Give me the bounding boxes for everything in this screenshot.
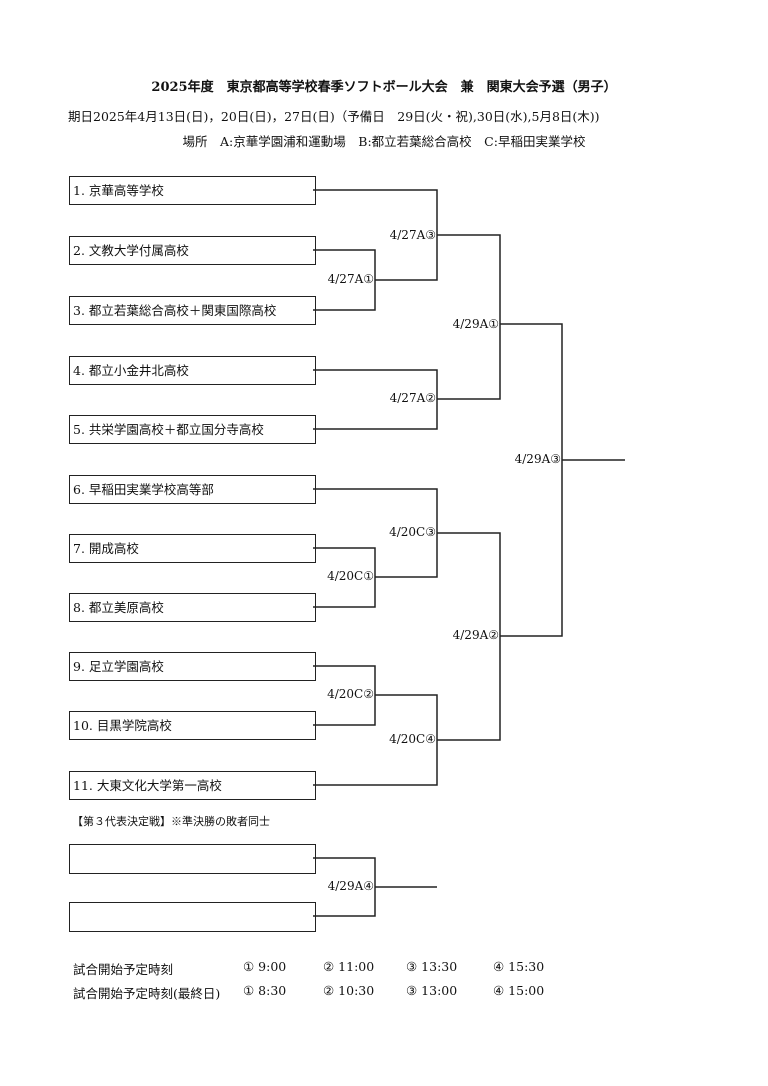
team-box-7: 7. 開成高校 <box>69 534 316 563</box>
schedule-time: ① 8:30 <box>243 983 287 998</box>
schedule-time: ① 9:00 <box>243 959 287 974</box>
match-label: 4/20C② <box>327 687 374 701</box>
team-box-6: 6. 早稲田実業学校高等部 <box>69 475 316 504</box>
schedule-time: ② 11:00 <box>323 959 375 974</box>
team-box-4: 4. 都立小金井北高校 <box>69 356 316 385</box>
match-label: 4/20C③ <box>389 525 436 539</box>
team-box-3: 3. 都立若葉総合高校＋関東国際高校 <box>69 296 316 325</box>
team-box-9: 9. 足立学園高校 <box>69 652 316 681</box>
bracket-line <box>313 369 438 430</box>
schedule-time: ③ 13:00 <box>406 983 458 998</box>
schedule-label: 試合開始予定時刻(最終日) <box>73 986 221 1001</box>
schedule-time: ③ 13:30 <box>406 959 458 974</box>
team-box-1: 1. 京華高等学校 <box>69 176 316 205</box>
match-label: 4/29A③ <box>514 452 561 466</box>
bracket-line <box>313 547 376 608</box>
match-label: 4/27A② <box>389 391 436 405</box>
match-label: 4/29A④ <box>327 879 374 893</box>
match-label: 4/27A③ <box>389 228 436 242</box>
third-place-note: 【第３代表決定戦】※準決勝の敗者同士 <box>72 815 270 828</box>
team-box-8: 8. 都立美原高校 <box>69 593 316 622</box>
match-label: 4/29A② <box>452 628 499 642</box>
team-box-2: 2. 文教大学付属高校 <box>69 236 316 265</box>
bracket-line <box>313 249 376 311</box>
bracket-line <box>437 532 501 741</box>
match-label: 4/20C④ <box>389 732 436 746</box>
schedule-time: ④ 15:00 <box>493 983 545 998</box>
match-label: 4/20C① <box>327 569 374 583</box>
schedule-label: 試合開始予定時刻 <box>73 962 174 977</box>
event-dates: 期日2025年4月13日(日)，20日(日)，27日(日)（予備日 29日(火・… <box>68 109 600 124</box>
bracket-line <box>313 694 438 786</box>
third-place-box-2 <box>69 902 316 932</box>
page-title: 2025年度 東京都高等学校春季ソフトボール大会 兼 関東大会予選（男子） <box>151 80 617 95</box>
match-label: 4/27A① <box>327 272 374 286</box>
match-label: 4/29A① <box>452 317 499 331</box>
team-box-11: 11. 大東文化大学第一高校 <box>69 771 316 800</box>
schedule-time: ② 10:30 <box>323 983 375 998</box>
event-venues: 場所 A:京華学園浦和運動場 B:都立若葉総合高校 C:早稲田実業学校 <box>182 134 586 149</box>
bracket-line <box>500 323 563 637</box>
third-place-box-1 <box>69 844 316 874</box>
team-box-10: 10. 目黒学院高校 <box>69 711 316 740</box>
schedule-time: ④ 15:30 <box>493 959 545 974</box>
bracket-line <box>437 234 501 400</box>
team-box-5: 5. 共栄学園高校＋都立国分寺高校 <box>69 415 316 444</box>
